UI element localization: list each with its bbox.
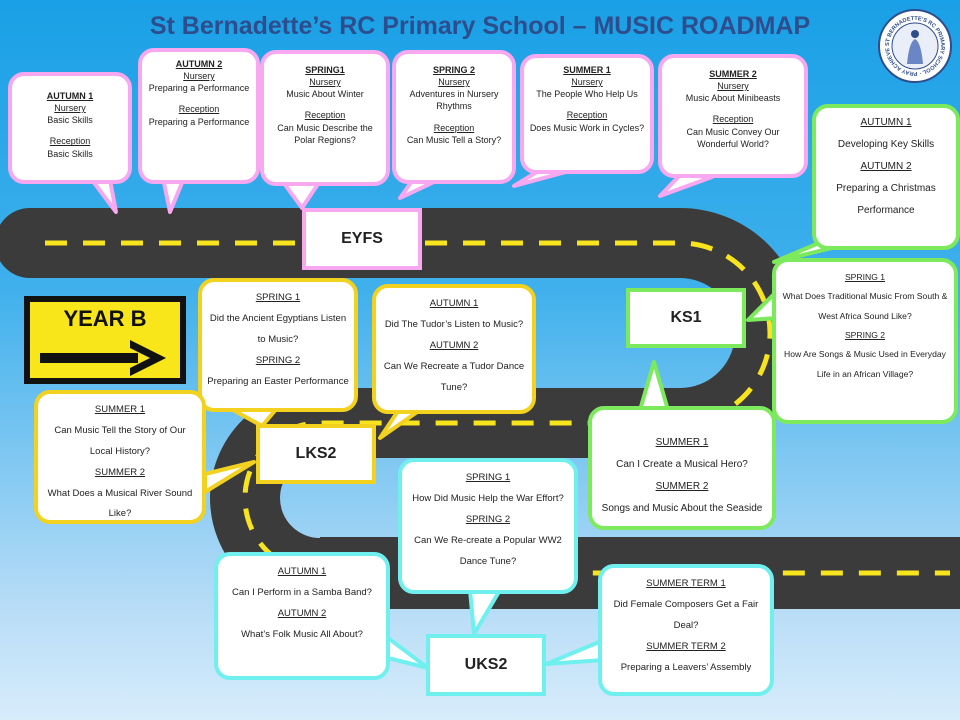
- uks2-summer-bubble: SUMMER TERM 1 Did Female Composers Get a …: [598, 564, 774, 696]
- topic-text: Preparing a Christmas Performance: [836, 183, 936, 216]
- madonna-icon: [907, 30, 923, 64]
- term-label: AUTUMN 1: [429, 298, 479, 309]
- term-label: SPRING 2: [465, 513, 511, 525]
- spacer: [667, 104, 799, 113]
- term-label: SUMMER 1: [655, 437, 709, 448]
- term-label: SPRING 1: [465, 472, 511, 483]
- stage-eyfs: EYFS: [302, 208, 422, 270]
- topic-text: Preparing an Easter Performance: [207, 375, 349, 387]
- term-label: SUMMER 1: [94, 404, 146, 415]
- stage-uks2: UKS2: [426, 634, 546, 696]
- topic-text: Music About Winter: [286, 89, 364, 100]
- term-heading: SPRING 2: [432, 65, 475, 75]
- page-title: St Bernadette’s RC Primary School – MUSI…: [149, 12, 811, 40]
- topic-text: What Does a Musical River Sound Like?: [47, 487, 193, 520]
- ks1-spring-bubble: SPRING 1 What Does Traditional Music From…: [772, 258, 958, 424]
- term-label: SPRING 2: [844, 329, 886, 340]
- topic-text: Basic Skills: [47, 115, 93, 126]
- term-label: Nursery: [571, 77, 603, 88]
- topic-text: Can Music Tell a Story?: [406, 134, 502, 145]
- spacer: [269, 100, 381, 109]
- term-label: Reception: [712, 114, 754, 125]
- topic-text: Can I Create a Musical Hero?: [616, 459, 748, 470]
- term-label: Reception: [304, 110, 346, 121]
- spacer: [17, 126, 123, 135]
- term-label: SUMMER TERM 1: [646, 578, 726, 589]
- topic-text: Songs and Music About the Seaside: [601, 503, 763, 514]
- topic-text: Music About Minibeasts: [685, 93, 781, 104]
- term-label: SUMMER 2: [655, 481, 709, 492]
- uks2-spring-bubble: SPRING 1 How Did Music Help the War Effor…: [398, 458, 578, 594]
- stage-lks2: LKS2: [256, 424, 376, 484]
- lks2-summer-bubble: SUMMER 1 Can Music Tell the Story of Our …: [34, 390, 206, 524]
- lks2-autumn-bubble: AUTUMN 1 Did The Tudor’s Listen to Music?…: [372, 284, 536, 414]
- term-label: AUTUMN 2: [860, 161, 912, 172]
- topic-text: How Did Music Help the War Effort?: [412, 492, 564, 504]
- term-label: Nursery: [54, 103, 86, 114]
- term-label: AUTUMN 1: [860, 117, 912, 128]
- topic-text: Adventures in Nursery Rhythms: [409, 89, 499, 112]
- term-label: AUTUMN 2: [277, 607, 327, 619]
- topic-text: Preparing a Performance: [148, 116, 250, 127]
- topic-text: Can I Perform in a Samba Band?: [232, 586, 372, 598]
- term-label: Reception: [433, 122, 475, 133]
- topic-text: What Does Traditional Music From South &…: [782, 291, 948, 321]
- topic-text: Preparing a Performance: [148, 83, 250, 94]
- topic-text: What’s Folk Music All About?: [241, 628, 363, 640]
- topic-text: Can Music Describe the Polar Regions?: [277, 122, 373, 145]
- term-label: Nursery: [183, 71, 215, 82]
- spacer: [401, 113, 507, 122]
- term-label: SPRING 2: [255, 354, 301, 366]
- spacer: [147, 94, 251, 103]
- term-label: Reception: [178, 104, 220, 115]
- topic-text: The People Who Help Us: [536, 89, 638, 100]
- topic-text: Can Music Convey Our Wonderful World?: [686, 126, 780, 149]
- spacer: [529, 100, 645, 109]
- uks2-autumn-bubble: AUTUMN 1 Can I Perform in a Samba Band? AU…: [214, 552, 390, 680]
- term-heading: SPRING1: [305, 65, 345, 75]
- school-logo: ST BERNADETTE'S RC PRIMARY SCHOOL · PRAY…: [877, 8, 952, 83]
- topic-text: Can We Recreate a Tudor Dance Tune?: [383, 360, 525, 393]
- term-label: SUMMER TERM 2: [646, 640, 726, 652]
- term-label: SUMMER 2: [94, 466, 146, 478]
- topic-text: Does Music Work in Cycles?: [529, 122, 645, 133]
- term-label: AUTUMN 2: [429, 339, 479, 351]
- topic-text: Did the Ancient Egyptians Listen to Musi…: [209, 312, 347, 345]
- year-label: YEAR B: [63, 306, 147, 331]
- term-heading: SUMMER 1: [563, 65, 611, 75]
- topic-text: Preparing a Leavers’ Assembly: [620, 661, 752, 673]
- topic-text: Did Female Composers Get a Fair Deal?: [613, 598, 759, 631]
- term-label: Nursery: [309, 77, 341, 88]
- arrow-right-icon: [40, 340, 166, 376]
- term-heading: AUTUMN 1: [46, 91, 94, 101]
- term-label: Reception: [566, 110, 608, 121]
- lks2-spring-bubble: SPRING 1 Did the Ancient Egyptians Listen…: [198, 278, 358, 412]
- topic-text: Basic Skills: [47, 148, 93, 159]
- year-sign: YEAR B: [24, 296, 186, 384]
- topic-text: How Are Songs & Music Used in Everyday L…: [784, 349, 946, 379]
- ks1-summer-bubble: SUMMER 1 Can I Create a Musical Hero? SUMM…: [588, 406, 776, 530]
- topic-text: Can Music Tell the Story of Our Local Hi…: [54, 424, 186, 457]
- term-heading: SUMMER 2: [709, 69, 757, 79]
- term-label: Nursery: [717, 81, 749, 92]
- topic-text: Can We Re-create a Popular WW2 Dance Tun…: [414, 534, 562, 567]
- term-label: SPRING 1: [255, 292, 301, 303]
- term-label: SPRING 1: [844, 272, 886, 282]
- term-label: AUTUMN 1: [277, 566, 327, 577]
- stage-ks1: KS1: [626, 288, 746, 348]
- term-label: Reception: [49, 136, 91, 147]
- term-heading: AUTUMN 2: [175, 59, 223, 69]
- term-label: Nursery: [438, 77, 470, 88]
- topic-text: Did The Tudor’s Listen to Music?: [384, 318, 524, 330]
- topic-text: Developing Key Skills: [837, 139, 935, 150]
